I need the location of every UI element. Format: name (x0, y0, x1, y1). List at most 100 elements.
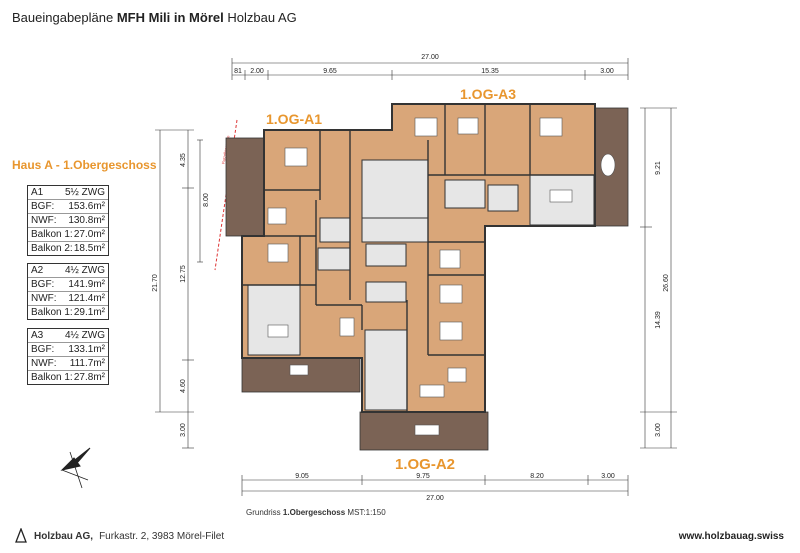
caption-floor: 1.Obergeschoss (282, 508, 346, 517)
floor-outline (241, 103, 596, 413)
apartment-label-a3: 1.OG-A3 (460, 86, 517, 102)
unit-row-label: BGF: (31, 279, 55, 290)
dim-bottom-segment: 8.20 (530, 473, 544, 480)
furniture (267, 117, 616, 436)
dim-bottom-total: 27.00 (426, 495, 444, 502)
dim-bottom-segment: 9.05 (295, 473, 309, 480)
bath (365, 243, 407, 267)
unit-row: Balkon 1:29.1m² (28, 306, 108, 319)
service-areas (247, 159, 595, 411)
unit-name: A1 (31, 187, 44, 198)
unit-row-value: 121.4m² (68, 293, 105, 304)
bed (267, 243, 289, 263)
unit-row-label: BGF: (31, 344, 55, 355)
balcony-table (600, 153, 616, 177)
unit-row-value: 29.1m² (73, 307, 105, 318)
kitchen-living-a1 (247, 284, 301, 356)
dim-left-outer: 21.70 (152, 274, 159, 292)
dim-left-small: 8.00 (203, 193, 210, 207)
dim-left-inner: 12.75 (180, 265, 187, 283)
unit-row-value: 133.1m² (68, 344, 105, 355)
dimension-lines (155, 58, 677, 496)
north-arrow-icon (60, 447, 91, 489)
unit-header-row: A1 5½ ZWG (28, 186, 108, 200)
bed (267, 207, 287, 225)
apartment-floors (241, 103, 596, 413)
footer-company: Holzbau AG, Furkastr. 2, 3983 Mörel-File… (14, 528, 224, 544)
dim-right-inner: 3.00 (655, 423, 662, 437)
dim-bottom-segment: 3.00 (601, 473, 615, 480)
plan-caption: Grundriss 1.Obergeschoss MST:1:150 (246, 508, 386, 517)
interior-walls (242, 104, 595, 412)
dim-right-outer: 26.60 (663, 274, 670, 292)
header-prefix: Baueingabepläne (12, 10, 114, 25)
bath (319, 217, 351, 243)
sofa (339, 317, 355, 337)
unit-type: 5½ ZWG (64, 187, 105, 198)
bed (439, 284, 463, 304)
unit-header-row: A3 4½ ZWG (28, 329, 108, 343)
unit-row: BGF:153.6m² (28, 200, 108, 214)
unit-row-value: 130.8m² (68, 215, 105, 226)
dining-table (267, 324, 289, 338)
dim-top-segment: 3.00 (600, 68, 614, 75)
dim-top-segment: 2.00 (250, 68, 264, 75)
kitchen-living-a2 (364, 329, 408, 411)
bed (539, 117, 563, 137)
caption-prefix: Grundriss (246, 508, 281, 517)
sofa (447, 367, 467, 383)
apartment-label-a2: 1.OG-A2 (395, 456, 456, 473)
unit-type: 4½ ZWG (64, 265, 105, 276)
bath (365, 281, 407, 303)
unit-row-label: Balkon 1: (31, 372, 73, 383)
header-project: MFH Mili in Mörel (116, 10, 224, 25)
bed (284, 147, 308, 167)
balcony-table (289, 364, 309, 376)
stair-core (361, 159, 429, 219)
unit-row: Balkon 1:27.8m² (28, 371, 108, 384)
bath (317, 247, 351, 271)
unit-row-label: NWF: (31, 215, 57, 226)
unit-box-a1: A1 5½ ZWG BGF:153.6m² NWF: 130.8m² Balkon … (27, 185, 109, 256)
footer-website[interactable]: www.holzbauag.swiss (678, 531, 784, 542)
dim-left-bottom: 3.00 (180, 423, 187, 437)
unit-row-value: 141.9m² (68, 279, 105, 290)
unit-name: A3 (31, 330, 44, 341)
dim-right-inner: 9.21 (655, 161, 662, 175)
section-title: Haus A - 1.Obergeschoss (12, 158, 157, 172)
unit-row-value: 111.7m² (69, 358, 105, 369)
corridor (361, 217, 429, 243)
unit-row-label: Balkon 2: (31, 243, 73, 254)
dim-top-total: 27.00 (421, 54, 439, 61)
header-company: Holzbau AG (227, 10, 297, 25)
unit-type: 4½ ZWG (64, 330, 105, 341)
unit-row-label: Balkon 1: (31, 229, 73, 240)
unit-row-label: BGF: (31, 201, 55, 212)
unit-row-value: 27.0m² (73, 229, 105, 240)
dim-top-segment: 9.65 (323, 68, 337, 75)
caption-scale: MST:1:150 (347, 508, 386, 517)
bed (457, 117, 479, 135)
unit-row: BGF: 133.1m² (28, 343, 108, 357)
unit-row-label: NWF: (31, 293, 57, 304)
bed (439, 249, 461, 269)
unit-row: NWF: 130.8m² (28, 214, 108, 228)
dim-right-inner: 14.39 (655, 311, 662, 329)
bath (444, 179, 486, 209)
dim-left-inner: 4.35 (180, 153, 187, 167)
dim-bottom-segment: 9.75 (416, 473, 430, 480)
unit-row: Balkon 1:27.0m² (28, 228, 108, 242)
unit-row-value: 27.8m² (73, 372, 105, 383)
unit-row: BGF: 141.9m² (28, 278, 108, 292)
property-boundary-label: Parzellengrenze (221, 134, 231, 164)
balcony-table (414, 424, 440, 436)
bed (439, 321, 463, 341)
bath (487, 184, 519, 212)
dining-table (549, 189, 573, 203)
bed (414, 117, 438, 137)
dining-table (419, 384, 445, 398)
